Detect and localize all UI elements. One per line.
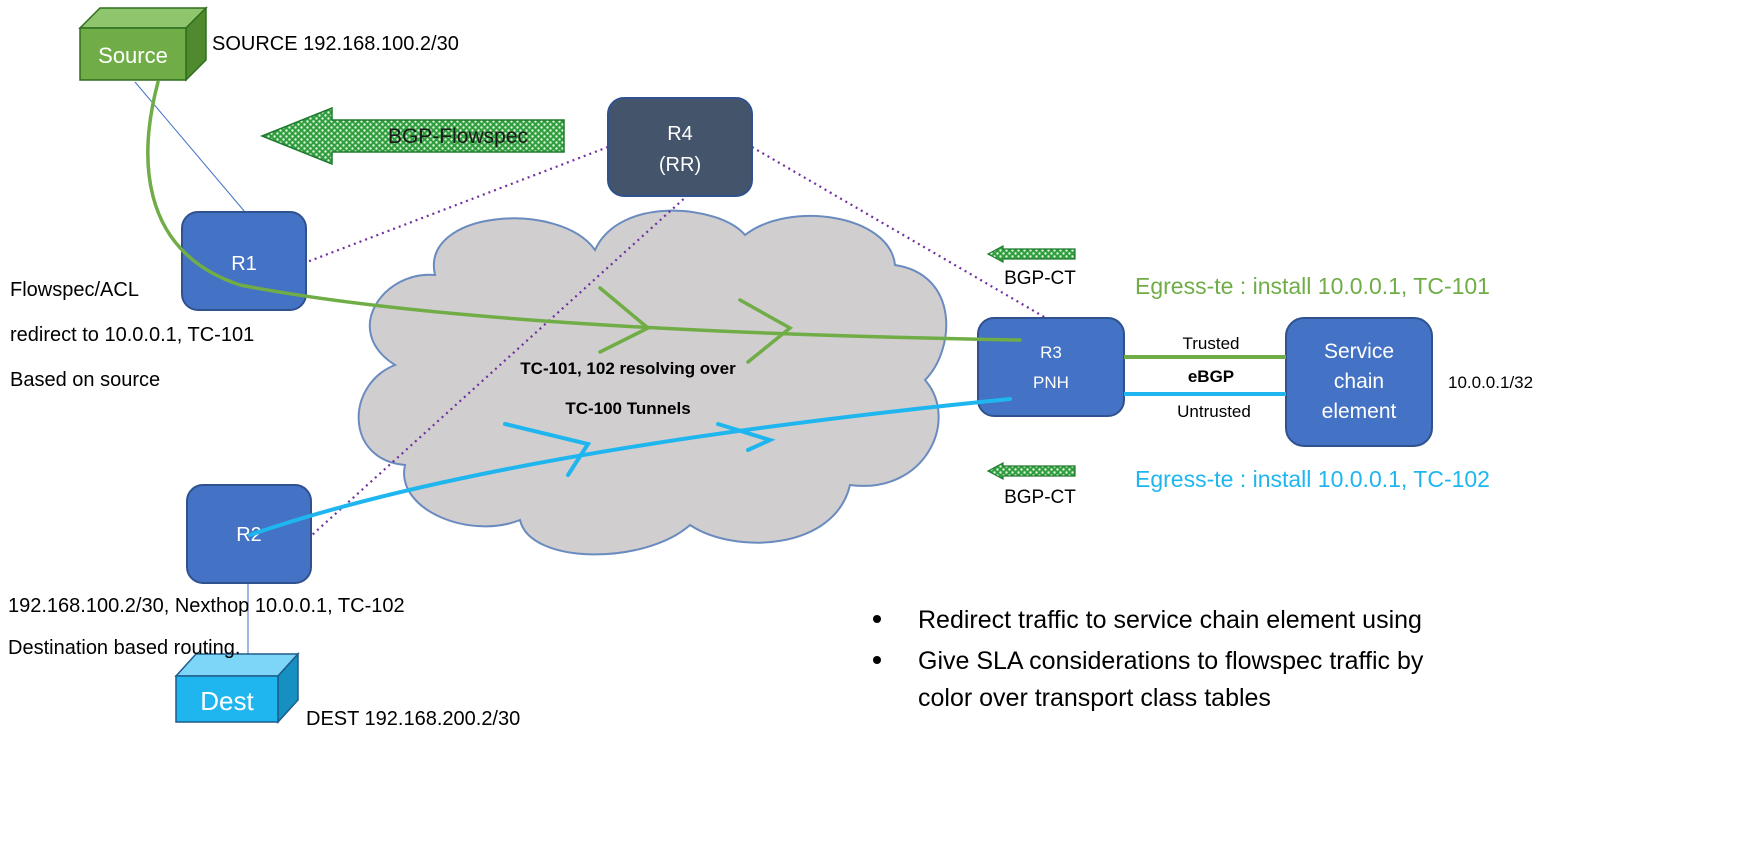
trusted-label: Trusted: [1182, 334, 1239, 353]
cloud-text-line1: TC-101, 102 resolving over: [520, 359, 736, 378]
dest-info: DEST 192.168.200.2/30: [306, 708, 520, 730]
r1-note-line1: Flowspec/ACL: [10, 279, 139, 301]
bgp-ct-arrow-bottom: [986, 462, 1076, 480]
service-label-line3: element: [1322, 400, 1397, 423]
dest-host: [174, 652, 300, 724]
r1-note-line2: redirect to 10.0.0.1, TC-101: [10, 324, 254, 346]
bgp-ct-arrow-top: [986, 245, 1076, 263]
router-r3-pnh: [977, 317, 1125, 417]
r2-note-line2: Destination based routing.: [8, 637, 240, 659]
blue-path-tc102: [248, 397, 1012, 537]
bgp-ct-label-bottom: BGP-CT: [1004, 487, 1076, 508]
service-address: 10.0.0.1/32: [1448, 373, 1533, 392]
dest-label: Dest: [200, 686, 254, 716]
egress-te-green: Egress-te : install 10.0.0.1, TC-101: [1135, 273, 1490, 299]
source-host: [78, 6, 208, 82]
bullet-dot-1: [873, 615, 881, 623]
network-cloud: [357, 209, 948, 556]
egress-te-blue: Egress-te : install 10.0.0.1, TC-102: [1135, 466, 1490, 492]
router-r3-role: PNH: [1033, 373, 1069, 392]
source-info: SOURCE 192.168.100.2/30: [212, 33, 459, 55]
router-r3-label: R3: [1040, 343, 1062, 362]
router-r1: [181, 211, 307, 311]
bullet-text-2-cont: color over transport class tables: [918, 684, 1271, 712]
session-r4-r2: [311, 194, 689, 536]
untrusted-label: Untrusted: [1177, 402, 1251, 421]
bullet-text-2: Give SLA considerations to flowspec traf…: [918, 647, 1424, 675]
bgp-flowspec-label: BGP-Flowspec: [388, 125, 528, 148]
ebgp-label: eBGP: [1188, 367, 1234, 386]
router-r4-label: R4: [667, 123, 693, 145]
bgp-sessions: [306, 145, 1047, 536]
router-r4-rr: [607, 97, 753, 197]
service-label-line2: chain: [1334, 370, 1384, 393]
cloud-text-line2: TC-100 Tunnels: [565, 399, 690, 418]
bgp-ct-label-top: BGP-CT: [1004, 268, 1076, 289]
bullet-text-1: Redirect traffic to service chain elemen…: [918, 606, 1422, 634]
green-path-tc101: [146, 80, 1022, 364]
session-r4-r3: [751, 146, 1047, 319]
router-r4-role: (RR): [659, 154, 701, 176]
bgp-flowspec-arrow: [259, 106, 565, 166]
router-r1-label: R1: [231, 253, 257, 275]
service-chain-element: [1285, 317, 1433, 447]
r1-note-line3: Based on source: [10, 369, 160, 391]
r2-note-line1: 192.168.100.2/30, Nexthop 10.0.0.1, TC-1…: [8, 595, 405, 617]
bullet-dot-2: [873, 656, 881, 664]
service-label-line1: Service: [1324, 340, 1394, 363]
source-label: Source: [98, 43, 168, 68]
